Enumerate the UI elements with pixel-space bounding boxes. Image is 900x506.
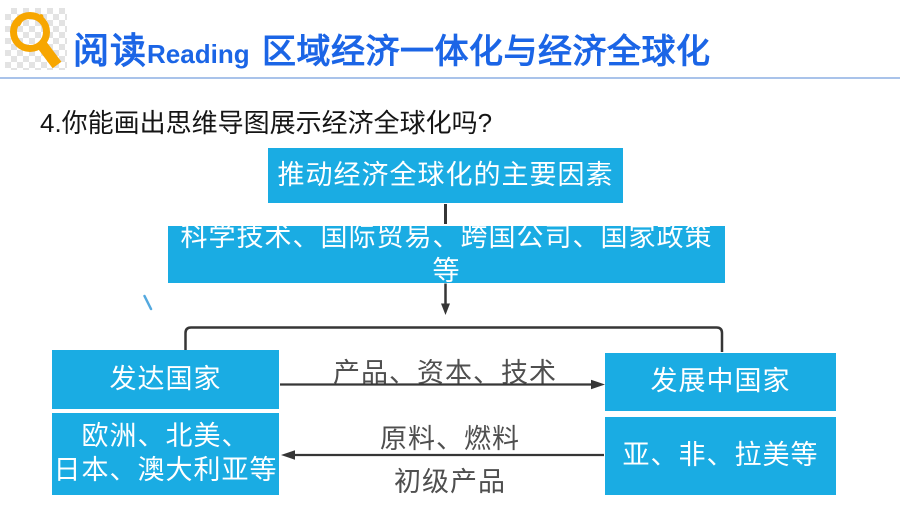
bracket-connector xyxy=(184,326,724,352)
flow-label-products-capital-tech: 产品、资本、技术 xyxy=(333,358,557,388)
developing-examples-box: 亚、非、拉美等 xyxy=(605,417,836,495)
developed-examples-box: 欧洲、北美、 日本、澳大利亚等 xyxy=(52,413,279,495)
magnifier-icon xyxy=(5,8,67,70)
developed-examples-line2: 日本、澳大利亚等 xyxy=(53,455,278,485)
question-text: 4.你能画出思维导图展示经济全球化吗? xyxy=(40,108,493,138)
developed-countries-box: 发达国家 xyxy=(52,350,279,409)
flow-label-raw-materials: 原料、燃料 xyxy=(380,424,520,454)
section-label-zh: 阅读 xyxy=(73,30,148,71)
page-title: 区域经济一体化与经济全球化 xyxy=(262,33,711,71)
developing-countries-box: 发展中国家 xyxy=(605,353,836,411)
flow-label-primary-products: 初级产品 xyxy=(394,467,506,497)
arrow-factors-down-head xyxy=(441,303,450,315)
root-factor-box: 推动经济全球化的主要因素 xyxy=(268,148,623,203)
pen-stray-mark xyxy=(143,294,153,311)
developed-examples-line1: 欧洲、北美、 xyxy=(81,421,250,452)
arrow-to-developing-head xyxy=(591,379,605,390)
factors-box: 科学技术、国际贸易、跨国公司、国家政策等 xyxy=(168,222,725,286)
section-label-en: Reading xyxy=(147,39,250,69)
slide-header: 阅读Reading 区域经济一体化与经济全球化 xyxy=(0,0,900,79)
arrow-to-developed-head xyxy=(281,450,295,460)
section-label: 阅读Reading xyxy=(73,22,250,74)
